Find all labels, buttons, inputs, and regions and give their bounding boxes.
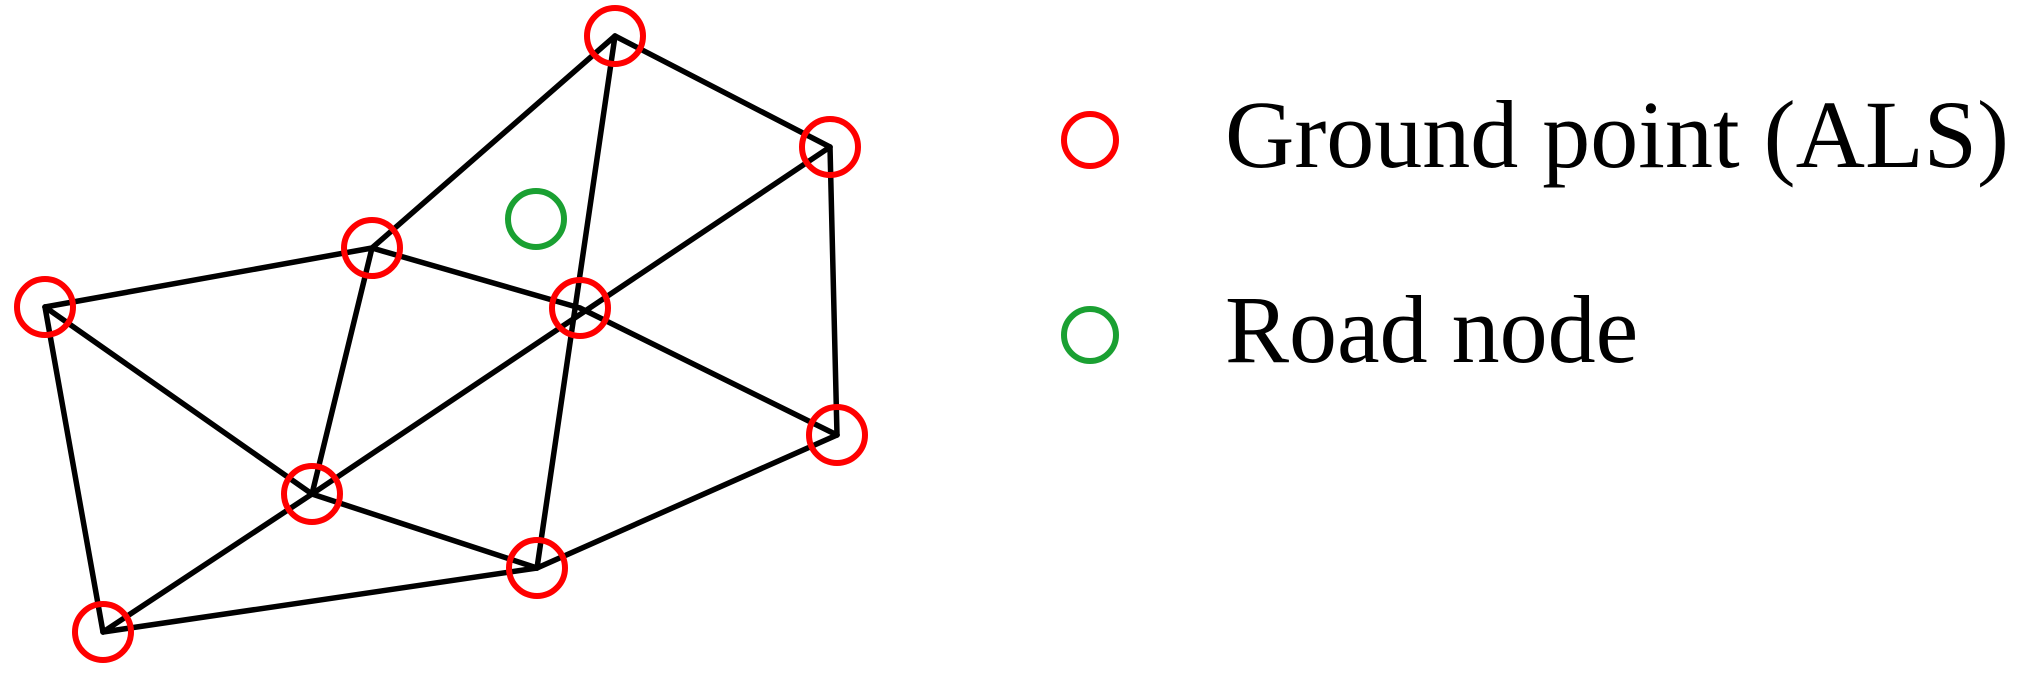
legend-item-road-node: Road node	[1060, 275, 2040, 385]
edge-G1-G3	[369, 33, 618, 251]
edge-G1-G2	[612, 33, 833, 150]
ground-point-G4	[549, 277, 611, 339]
road-node-R1	[505, 188, 567, 250]
diagram-nodes	[14, 5, 868, 663]
edge-G1-G8	[534, 33, 618, 571]
triangulation-edges	[42, 33, 840, 635]
ground-point-G6	[281, 463, 343, 525]
edge-G5-G9	[42, 304, 106, 635]
ground-point-G8	[506, 537, 568, 599]
edge-G3-G6	[309, 245, 375, 497]
ground-point-G3	[341, 217, 403, 279]
legend-label-ground-point: Ground point (ALS)	[1225, 81, 2009, 188]
ground-point-G2	[799, 116, 861, 178]
edge-G6-G9	[100, 491, 315, 635]
legend-item-ground-point: Ground point (ALS)	[1060, 80, 2040, 190]
edge-G2-G6	[309, 144, 833, 497]
edge-G4-G7	[577, 305, 840, 438]
ground-point-G7	[806, 404, 868, 466]
ground-point-G9	[72, 601, 134, 663]
legend-label-road-node: Road node	[1225, 276, 1639, 383]
edge-G8-G9	[100, 565, 540, 635]
edge-G5-G6	[42, 304, 315, 497]
legend: Ground point (ALS) Road node	[1060, 80, 2040, 400]
ground-point-G5	[14, 276, 76, 338]
road-node-marker-icon	[1061, 306, 1119, 364]
ground-point-G1	[584, 5, 646, 67]
edge-G3-G4	[369, 245, 583, 311]
edge-G3-G5	[42, 245, 375, 310]
edge-G7-G8	[534, 432, 840, 571]
ground-point-marker-icon	[1061, 111, 1119, 169]
edge-G6-G8	[309, 491, 540, 571]
edge-G2-G7	[827, 144, 840, 438]
